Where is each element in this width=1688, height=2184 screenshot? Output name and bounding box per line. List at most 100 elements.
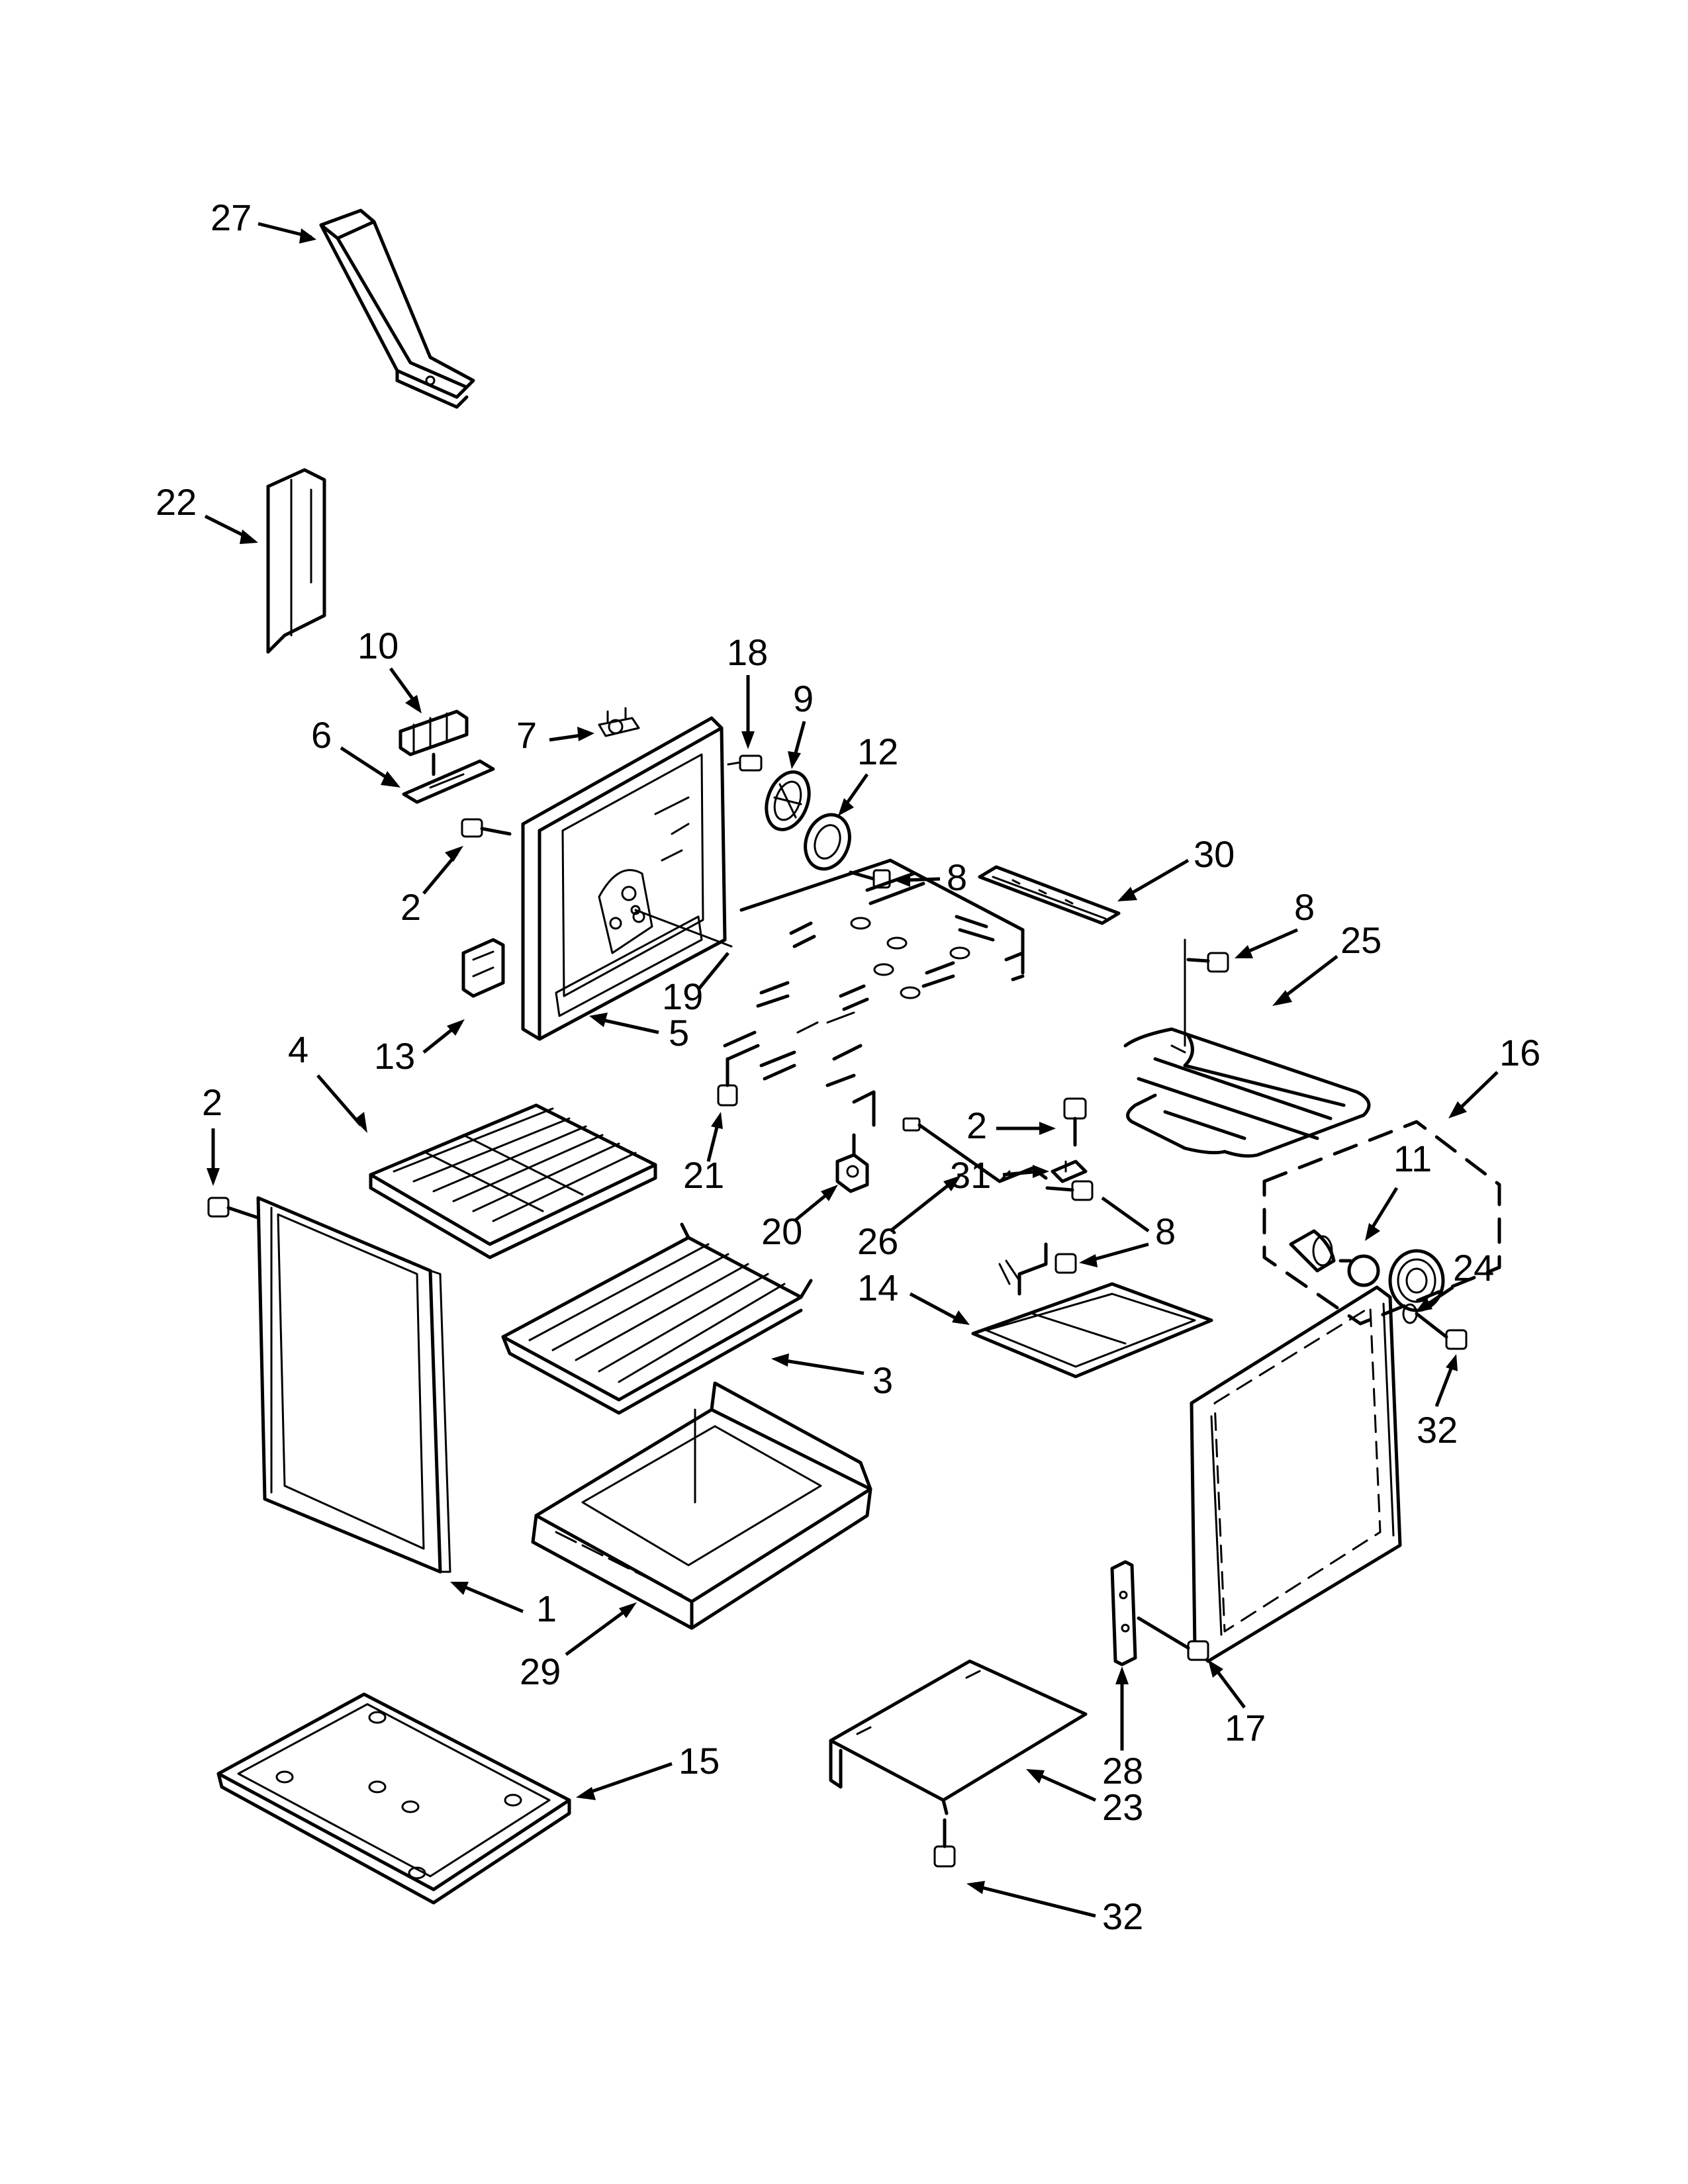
callout-7: 7: [516, 714, 594, 756]
callout-label: 16: [1499, 1032, 1540, 1073]
callout-label: 30: [1194, 833, 1235, 875]
callout-8c: 8: [1101, 1196, 1176, 1252]
callout-12: 12: [838, 731, 898, 816]
part-30-rail: [978, 865, 1121, 925]
callout-6: 6: [311, 714, 400, 788]
callout-19: 19: [662, 952, 729, 1017]
callout-17: 17: [1208, 1660, 1266, 1749]
part-19-wire: [630, 905, 733, 948]
part-21-screw: [717, 1057, 738, 1107]
callout-label: 8: [1294, 886, 1315, 928]
callout-label: 13: [374, 1035, 415, 1077]
callout-label: 32: [1102, 1895, 1143, 1937]
callout-28: 28: [1102, 1666, 1143, 1792]
callout-14: 14: [857, 1267, 970, 1325]
callout-label: 19: [662, 976, 703, 1017]
callout-label: 21: [683, 1154, 724, 1196]
part-22-side-channel: [266, 468, 326, 654]
part-5-rear-panel: [521, 716, 727, 1041]
screw-8c: [1045, 1180, 1094, 1201]
callout-label: 10: [357, 625, 399, 666]
part-16-light-kit: [1262, 1120, 1501, 1326]
part-1-side-panel: [256, 1196, 451, 1574]
part-3-rack: [501, 1222, 813, 1415]
callout-21: 21: [683, 1112, 724, 1196]
screw-32a: [1415, 1312, 1468, 1350]
part-4-rack: [369, 1103, 657, 1259]
callout-label: 2: [202, 1081, 222, 1123]
callout-13: 13: [374, 1019, 465, 1077]
callout-23: 23: [1026, 1769, 1143, 1828]
screw-32b: [933, 1818, 956, 1868]
callout-label: 3: [872, 1359, 893, 1401]
callout-25: 25: [1272, 919, 1382, 1006]
oven-frame: [723, 858, 1025, 1127]
callout-1: 1: [450, 1582, 557, 1629]
callout-label: 24: [1453, 1247, 1494, 1289]
callout-label: 26: [857, 1220, 898, 1262]
part-15-pan: [216, 1692, 571, 1905]
callout-15: 15: [576, 1740, 720, 1800]
callout-8b: 8: [1235, 886, 1315, 958]
part-25-element: [1123, 938, 1371, 1158]
callout-label: 23: [1102, 1786, 1143, 1828]
callout-label: 22: [156, 481, 197, 523]
callout-label: 12: [857, 731, 898, 772]
callout-label: 25: [1340, 919, 1382, 961]
screw-8b: [1186, 952, 1229, 973]
callout-label: 18: [727, 631, 768, 673]
screw-8d: [1055, 1253, 1077, 1274]
screw-2a: [461, 818, 512, 838]
right-side-panel: [1190, 1285, 1402, 1663]
leader-8c-to-element: [1079, 1242, 1149, 1267]
callout-label: 5: [669, 1012, 689, 1054]
callout-label: 2: [966, 1105, 987, 1146]
part-7-clip: [598, 707, 640, 737]
callout-label: 17: [1225, 1707, 1266, 1749]
callout-label: 15: [679, 1740, 720, 1782]
callout-label: 32: [1417, 1409, 1458, 1451]
callout-label: 20: [761, 1210, 802, 1252]
part-24-washer: [1402, 1303, 1418, 1324]
callout-5: 5: [589, 1012, 689, 1054]
callout-label: 28: [1102, 1750, 1143, 1792]
callout-16: 16: [1448, 1032, 1540, 1118]
callout-4: 4: [288, 1028, 367, 1133]
part-31-clip: [1051, 1160, 1088, 1183]
callout-22: 22: [156, 481, 258, 544]
part-20-valve: [835, 1133, 869, 1193]
callout-2c: 2: [202, 1081, 222, 1186]
callout-27: 27: [211, 197, 316, 244]
callout-label: 4: [288, 1028, 308, 1070]
part-18-switch: [727, 754, 763, 772]
callout-32a: 32: [1417, 1354, 1458, 1451]
callout-10: 10: [357, 625, 422, 713]
callout-label: 29: [520, 1651, 561, 1692]
callout-label: 8: [1155, 1210, 1176, 1252]
callout-24: 24: [1415, 1247, 1494, 1312]
callout-11: 11: [1365, 1138, 1432, 1241]
part-10-terminal-block: [399, 709, 469, 776]
part-27-bracket: [319, 208, 475, 409]
callout-18: 18: [727, 631, 768, 749]
callout-label: 2: [400, 886, 421, 928]
callout-2a: 2: [400, 846, 463, 928]
part-12-shroud: [804, 813, 851, 871]
callout-label: 9: [793, 678, 814, 719]
callout-9: 9: [788, 678, 814, 769]
screw-2b: [1063, 1097, 1087, 1147]
screw-17: [1137, 1616, 1209, 1661]
callout-label: 1: [536, 1588, 557, 1629]
part-14-broil-element: [971, 1242, 1213, 1379]
callout-32b: 32: [966, 1881, 1143, 1937]
callout-31: 31: [950, 1154, 1049, 1196]
callout-3: 3: [771, 1353, 893, 1401]
callout-label: 7: [516, 714, 537, 756]
callout-label: 14: [857, 1267, 898, 1308]
callout-30: 30: [1117, 833, 1235, 901]
part-6-mounting-plate: [402, 759, 495, 804]
callout-2b: 2: [966, 1105, 1056, 1146]
part-28-hinge: [1110, 1560, 1137, 1666]
part-26-probe: [902, 1117, 1048, 1183]
